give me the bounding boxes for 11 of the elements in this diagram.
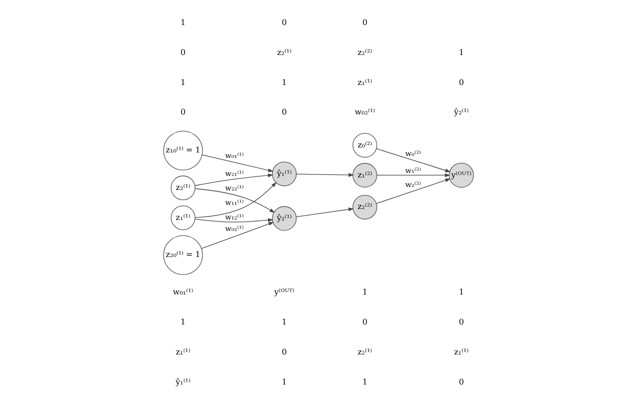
arrow <box>194 174 273 186</box>
arrow <box>296 208 354 218</box>
arrow <box>194 218 273 222</box>
arrow <box>296 173 354 177</box>
arrow <box>194 188 274 213</box>
arrow <box>376 178 450 204</box>
arrow <box>200 222 274 249</box>
arrow <box>194 182 276 218</box>
arrow <box>376 173 450 178</box>
arrow <box>201 154 274 172</box>
arrow <box>376 148 450 172</box>
